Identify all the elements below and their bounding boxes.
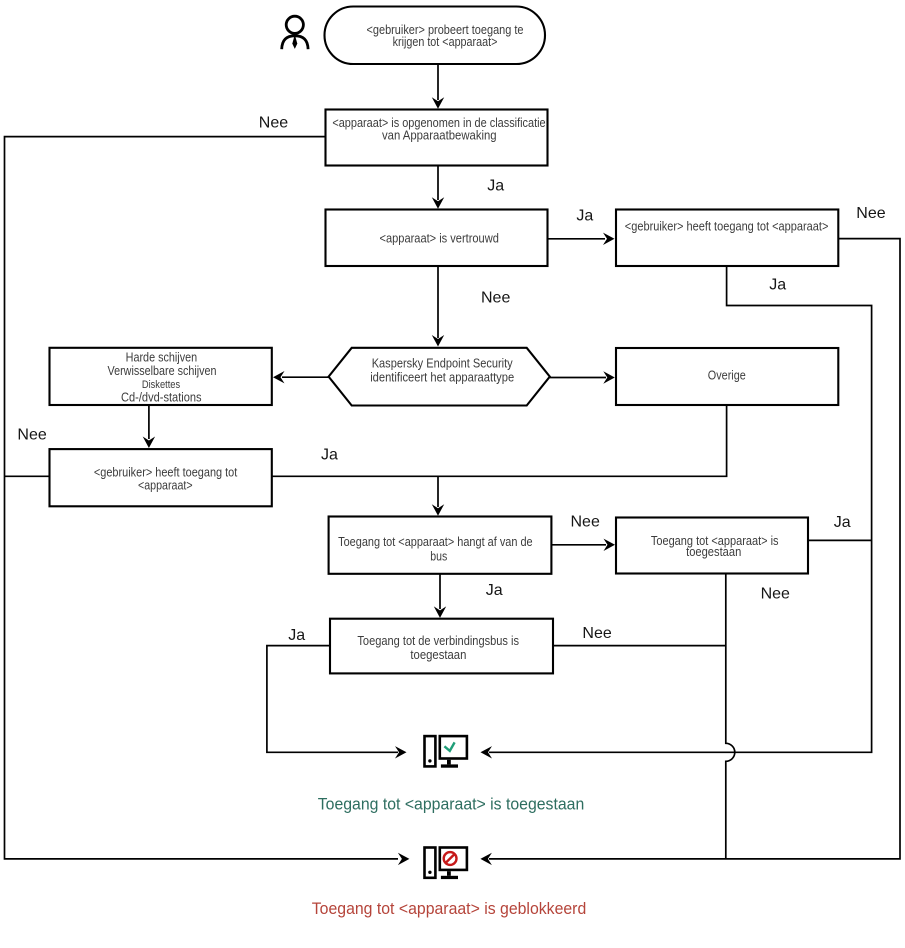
svg-text:Ja: Ja [288, 627, 305, 644]
svg-text:bus: bus [430, 549, 447, 564]
svg-text:Diskettes: Diskettes [142, 379, 181, 391]
svg-text:<apparaat> is opgenomen in de: <apparaat> is opgenomen in de classifica… [332, 115, 545, 130]
svg-text:Harde schijven: Harde schijven [126, 350, 198, 365]
svg-text:Ja: Ja [769, 277, 786, 294]
svg-text:<apparaat>: <apparaat> [138, 477, 193, 492]
svg-text:identificeert het apparaattype: identificeert het apparaattype [370, 370, 514, 385]
svg-text:Nee: Nee [259, 115, 288, 132]
svg-text:Toegang tot <apparaat> hangt a: Toegang tot <apparaat> hangt af van de [338, 534, 533, 549]
svg-text:<gebruiker> probeert toegang t: <gebruiker> probeert toegang te [367, 22, 524, 37]
svg-text:Ja: Ja [321, 446, 338, 463]
svg-text:Nee: Nee [17, 427, 46, 444]
svg-text:<gebruiker> heeft toegang tot: <gebruiker> heeft toegang tot <apparaat> [625, 218, 829, 233]
svg-text:<apparaat> is vertrouwd: <apparaat> is vertrouwd [380, 231, 499, 246]
svg-text:krijgen tot <apparaat>: krijgen tot <apparaat> [393, 34, 498, 49]
svg-text:Verwisselbare schijven: Verwisselbare schijven [108, 363, 217, 378]
svg-text:Kaspersky Endpoint Security: Kaspersky Endpoint Security [372, 356, 513, 371]
svg-text:Toegang tot de verbindingsbus: Toegang tot de verbindingsbus is [357, 633, 519, 648]
svg-text:<gebruiker> heeft toegang tot: <gebruiker> heeft toegang tot [94, 464, 238, 479]
svg-text:Nee: Nee [856, 205, 885, 222]
svg-text:Ja: Ja [834, 514, 851, 531]
svg-text:Ja: Ja [487, 178, 504, 195]
svg-text:Overige: Overige [708, 368, 746, 383]
svg-text:Nee: Nee [761, 586, 790, 603]
svg-text:Nee: Nee [481, 289, 510, 306]
svg-text:Toegang tot <apparaat> is gebl: Toegang tot <apparaat> is geblokkeerd [312, 899, 587, 918]
svg-text:toegestaan: toegestaan [410, 647, 466, 662]
svg-text:Ja: Ja [486, 582, 503, 599]
svg-text:Cd-/dvd-stations: Cd-/dvd-stations [121, 390, 202, 405]
svg-text:Nee: Nee [582, 625, 611, 642]
svg-text:Nee: Nee [571, 513, 600, 530]
svg-text:Toegang tot <apparaat> is: Toegang tot <apparaat> is [651, 533, 779, 548]
svg-text:van Apparaatbewaking: van Apparaatbewaking [382, 127, 497, 142]
svg-text:Ja: Ja [576, 207, 593, 224]
svg-text:toegestaan: toegestaan [686, 544, 741, 559]
svg-text:Toegang tot <apparaat> is toeg: Toegang tot <apparaat> is toegestaan [318, 795, 585, 814]
